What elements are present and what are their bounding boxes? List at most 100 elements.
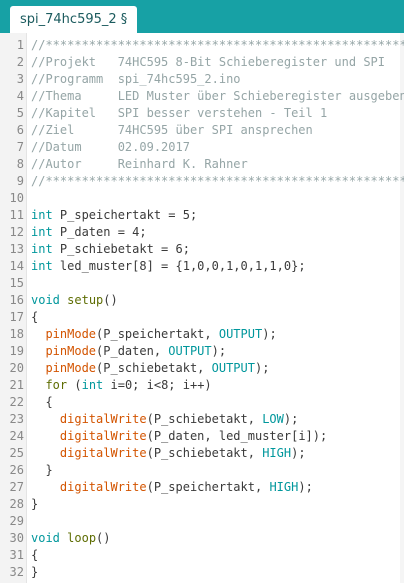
code-token (31, 429, 60, 443)
code-token: pinMode (45, 344, 97, 358)
line-number: 32 (9, 565, 24, 579)
line-number: 8 (16, 157, 24, 171)
code-line[interactable]: 19 pinMode(P_daten, OUTPUT); (0, 343, 404, 360)
code-text: int P_schiebetakt = 6; (31, 241, 190, 258)
code-line[interactable]: 26 } (0, 462, 404, 479)
code-line[interactable]: 32} (0, 564, 404, 581)
code-token: //Thema LED Muster über Schieberegister … (31, 89, 404, 103)
code-token: OUTPUT (168, 344, 212, 358)
code-line[interactable]: 20 pinMode(P_schiebetakt, OUTPUT); (0, 360, 404, 377)
code-line[interactable]: 9//*************************************… (0, 173, 404, 190)
code-token: //**************************************… (31, 174, 404, 188)
code-token: ); (262, 327, 277, 341)
code-token: //Programm spi_74hc595_2.ino (31, 72, 241, 86)
code-line[interactable]: 27 digitalWrite(P_speichertakt, HIGH); (0, 479, 404, 496)
code-text: //**************************************… (31, 173, 404, 190)
code-token (31, 412, 60, 426)
code-text: digitalWrite(P_speichertakt, HIGH); (31, 479, 313, 496)
code-text: //**************************************… (31, 37, 404, 54)
code-line[interactable]: 24 digitalWrite(P_daten, led_muster[i]); (0, 428, 404, 445)
code-line[interactable]: 15 (0, 275, 404, 292)
code-token: () (103, 293, 118, 307)
code-editor[interactable]: 1 //*************************************… (0, 33, 404, 583)
code-line[interactable]: 18 pinMode(P_speichertakt, OUTPUT); (0, 326, 404, 343)
tab-bar: spi_74hc595_2 § (0, 0, 404, 33)
code-token: (P_schiebetakt, (146, 446, 263, 460)
tab-sketch[interactable]: spi_74hc595_2 § (10, 6, 138, 33)
line-number: 14 (9, 259, 24, 273)
code-line[interactable]: 10 (0, 190, 404, 207)
code-line[interactable]: 28} (0, 496, 404, 513)
code-line[interactable]: 6//Ziel 74HC595 über SPI ansprechen (0, 122, 404, 139)
code-token: int (31, 208, 53, 222)
line-number: 16 (9, 293, 24, 307)
code-line[interactable]: 22 { (0, 394, 404, 411)
code-text: pinMode(P_speichertakt, OUTPUT); (31, 326, 277, 343)
code-token: { (31, 395, 53, 409)
code-token: pinMode (45, 327, 97, 341)
line-number: 17 (9, 310, 24, 324)
code-line[interactable]: 23 digitalWrite(P_schiebetakt, LOW); (0, 411, 404, 428)
code-token: ); (298, 480, 313, 494)
code-token: //Autor Reinhard K. Rahner (31, 157, 248, 171)
code-token: //Ziel 74HC595 über SPI ansprechen (31, 123, 313, 137)
code-token: digitalWrite (59, 446, 147, 460)
code-line[interactable]: 17 { (0, 309, 404, 326)
line-number: 15 (9, 276, 24, 290)
code-token: (P_daten, led_muster[i]); (146, 429, 328, 443)
code-text: for (int i=0; i<8; i++) (31, 377, 211, 394)
code-token: int (31, 242, 53, 256)
code-token: digitalWrite (59, 480, 147, 494)
code-text: //Projekt 74HC595 8-Bit Schieberegister … (31, 54, 385, 71)
code-token: } (31, 497, 39, 511)
code-token: (P_speichertakt, (146, 480, 270, 494)
code-token: (P_daten, (96, 344, 169, 358)
code-line[interactable]: 21 for (int i=0; i<8; i++) (0, 377, 404, 394)
code-token: void (31, 293, 60, 307)
code-text: pinMode(P_schiebetakt, OUTPUT); (31, 360, 269, 377)
code-text: } (31, 496, 38, 513)
code-token: (P_speichertakt, (96, 327, 219, 341)
code-token: () (96, 531, 111, 545)
code-token (31, 327, 45, 341)
code-line[interactable]: 4//Thema LED Muster über Schieberegister… (0, 88, 404, 105)
code-text: //Datum 02.09.2017 (31, 139, 190, 156)
code-token: //Kapitel SPI besser verstehen - Teil 1 (31, 106, 328, 120)
code-line[interactable]: 25 digitalWrite(P_schiebetakt, HIGH); (0, 445, 404, 462)
line-number: 1 (16, 38, 24, 52)
code-line[interactable]: 2//Projekt 74HC595 8-Bit Schieberegister… (0, 54, 404, 71)
line-number: 28 (9, 497, 24, 511)
code-token: loop (67, 531, 97, 545)
vertical-scrollbar[interactable] (400, 33, 404, 583)
code-token: pinMode (45, 361, 97, 375)
code-line[interactable]: 31{ (0, 547, 404, 564)
code-token: ); (283, 412, 299, 426)
code-line[interactable]: 7//Datum 02.09.2017 (0, 139, 404, 156)
code-line[interactable]: 14 int led_muster[8] = {1,0,0,1,0,1,1,0}; (0, 258, 404, 275)
code-token: int (31, 225, 53, 239)
code-token: ); (211, 344, 227, 358)
code-text: { (31, 547, 38, 564)
line-number: 24 (9, 429, 24, 443)
code-token: HIGH (269, 480, 299, 494)
code-line[interactable]: 5 //Kapitel SPI besser verstehen - Teil 1 (0, 105, 404, 122)
code-text: digitalWrite(P_schiebetakt, LOW); (31, 411, 298, 428)
code-line[interactable]: 1 //*************************************… (0, 37, 404, 54)
code-line[interactable]: 8 //Autor Reinhard K. Rahner (0, 156, 404, 173)
code-token: //Projekt 74HC595 8-Bit Schieberegister … (31, 55, 386, 69)
code-text: int led_muster[8] = {1,0,0,1,0,1,1,0}; (31, 258, 306, 275)
code-token: P_speichertakt = 5; (52, 208, 198, 222)
code-line[interactable]: 3//Programm spi_74hc595_2.ino (0, 71, 404, 88)
code-token: OUTPUT (211, 361, 255, 375)
line-number: 25 (9, 446, 24, 460)
code-text: { (31, 309, 38, 326)
line-number: 26 (9, 463, 24, 477)
code-token: //Datum 02.09.2017 (31, 140, 190, 154)
code-line[interactable]: 29 (0, 513, 404, 530)
line-number: 5 (16, 106, 24, 120)
